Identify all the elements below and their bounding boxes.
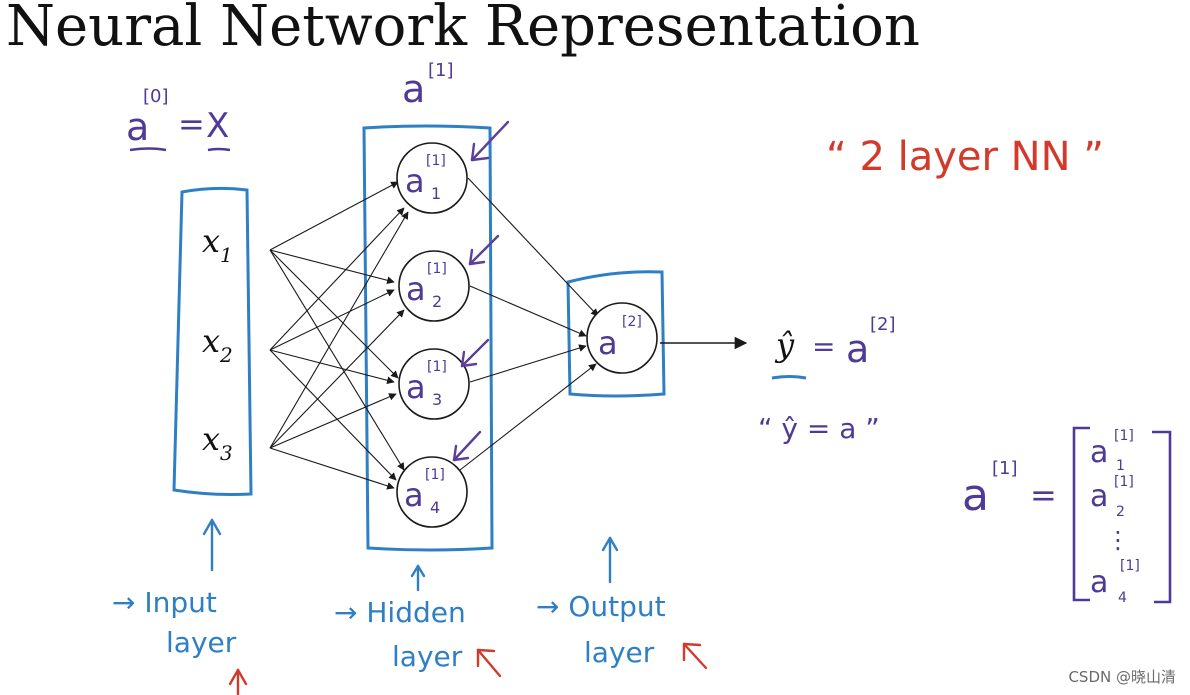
svg-text:[1]: [1] bbox=[427, 359, 447, 375]
svg-text:→ Output: → Output bbox=[536, 590, 666, 623]
svg-text:→ Input: → Input bbox=[112, 586, 217, 619]
hidden-node-4: a [1] 4 bbox=[396, 456, 468, 528]
vector-lhs-sup: [1] bbox=[992, 458, 1018, 479]
vector-entry-1-sub: 1 bbox=[1116, 458, 1125, 474]
svg-text:[1]: [1] bbox=[426, 153, 446, 169]
svg-text:layer: layer bbox=[166, 626, 237, 659]
svg-text:1: 1 bbox=[431, 184, 441, 203]
output-layer-box bbox=[566, 270, 666, 398]
vector-entry-1-base: a bbox=[1090, 435, 1108, 470]
output-eq-rhs: a bbox=[846, 327, 869, 371]
input-x1-sub: 1 bbox=[220, 243, 233, 267]
svg-text:a: a bbox=[598, 324, 618, 362]
watermark: CSDN @晓山清 bbox=[1068, 668, 1176, 686]
vector-lhs-base: a bbox=[962, 470, 989, 521]
a0-equals-x-annotation: a [0] = X bbox=[126, 86, 231, 152]
svg-text:[1]: [1] bbox=[427, 261, 447, 277]
vector-entry-4-sup: [1] bbox=[1120, 558, 1140, 574]
svg-text:layer: layer bbox=[584, 636, 655, 669]
a0-superscript: [0] bbox=[143, 86, 169, 107]
yhat-underline bbox=[771, 375, 807, 380]
input-x3-sub: 3 bbox=[220, 441, 233, 465]
yhat-symbol: ŷ bbox=[774, 326, 795, 364]
slide-title: Neural Network Representation bbox=[6, 0, 920, 59]
output-layer-label: → Output layer bbox=[536, 590, 666, 669]
a1-vector-definition: a [1] = a [1] 1 a [1] 2 ⋮ a [1] 4 bbox=[962, 426, 1172, 606]
svg-text:a: a bbox=[404, 476, 424, 514]
svg-text:[2]: [2] bbox=[622, 314, 642, 330]
red-layer-arrows bbox=[228, 642, 708, 695]
output-eq-sign: = bbox=[812, 330, 835, 363]
a0-base: a bbox=[126, 105, 149, 149]
svg-text:a: a bbox=[406, 368, 426, 406]
svg-text:layer: layer bbox=[392, 640, 463, 673]
input-x1-base: x bbox=[202, 222, 220, 260]
vector-right-bracket bbox=[1152, 430, 1172, 604]
output-eq-rhs-sup: [2] bbox=[870, 314, 896, 335]
vector-entry-2-sup: [1] bbox=[1114, 474, 1134, 490]
svg-text:→ Hidden: → Hidden bbox=[334, 596, 466, 629]
input-layer-box bbox=[172, 186, 253, 496]
input-x2-sub: 2 bbox=[219, 343, 233, 367]
vector-entry-2-base: a bbox=[1090, 479, 1108, 514]
svg-text:2: 2 bbox=[432, 292, 442, 311]
input-x3-base: x bbox=[202, 420, 220, 458]
hidden-top-base: a bbox=[402, 67, 425, 111]
svg-text:a: a bbox=[406, 270, 426, 308]
vector-entry-1-sup: [1] bbox=[1114, 428, 1134, 444]
vector-entry-4-base: a bbox=[1090, 565, 1108, 600]
hidden-node-pointer-arrows bbox=[452, 120, 510, 462]
output-equation: ŷ = a [2] “ ŷ = a ” bbox=[758, 314, 896, 445]
input-x2-base: x bbox=[202, 322, 220, 360]
input-layer-label: → Input layer bbox=[112, 586, 237, 659]
hidden-node-1: a [1] 1 bbox=[396, 142, 468, 214]
input-to-hidden-connections bbox=[269, 181, 409, 490]
hidden-node-3: a [1] 3 bbox=[398, 348, 470, 420]
svg-text:a: a bbox=[405, 162, 425, 200]
hidden-layer-box bbox=[362, 124, 494, 552]
svg-text:[1]: [1] bbox=[425, 467, 445, 483]
input-x1: x 1 bbox=[202, 222, 233, 267]
a0-equals: = bbox=[178, 105, 205, 143]
output-node: a [2] bbox=[586, 302, 658, 374]
hidden-to-output-connections bbox=[459, 177, 599, 471]
layer-pointer-arrows bbox=[202, 518, 619, 592]
svg-text:3: 3 bbox=[432, 390, 442, 409]
input-x2: x 2 bbox=[202, 322, 233, 367]
yhat-alt-notation: “ ŷ = a ” bbox=[758, 412, 880, 445]
input-x3: x 3 bbox=[202, 420, 233, 465]
hidden-top-superscript: [1] bbox=[428, 60, 454, 81]
vector-left-bracket bbox=[1072, 426, 1090, 602]
vector-entry-4-sub: 4 bbox=[1118, 590, 1127, 606]
svg-text:4: 4 bbox=[430, 498, 440, 517]
a0-underline bbox=[129, 147, 167, 152]
a0-rhs-x: X bbox=[206, 106, 229, 146]
vector-equals: = bbox=[1030, 476, 1057, 514]
hidden-node-2: a [1] 2 bbox=[398, 250, 470, 322]
two-layer-nn-note: “ 2 layer NN ” bbox=[826, 134, 1104, 180]
vector-entry-2-sub: 2 bbox=[1116, 504, 1125, 520]
x-underline bbox=[207, 147, 231, 152]
hidden-layer-top-label: a [1] bbox=[402, 60, 454, 111]
vector-entry-ellipsis: ⋮ bbox=[1106, 526, 1130, 554]
hidden-layer-label: → Hidden layer bbox=[334, 596, 466, 673]
